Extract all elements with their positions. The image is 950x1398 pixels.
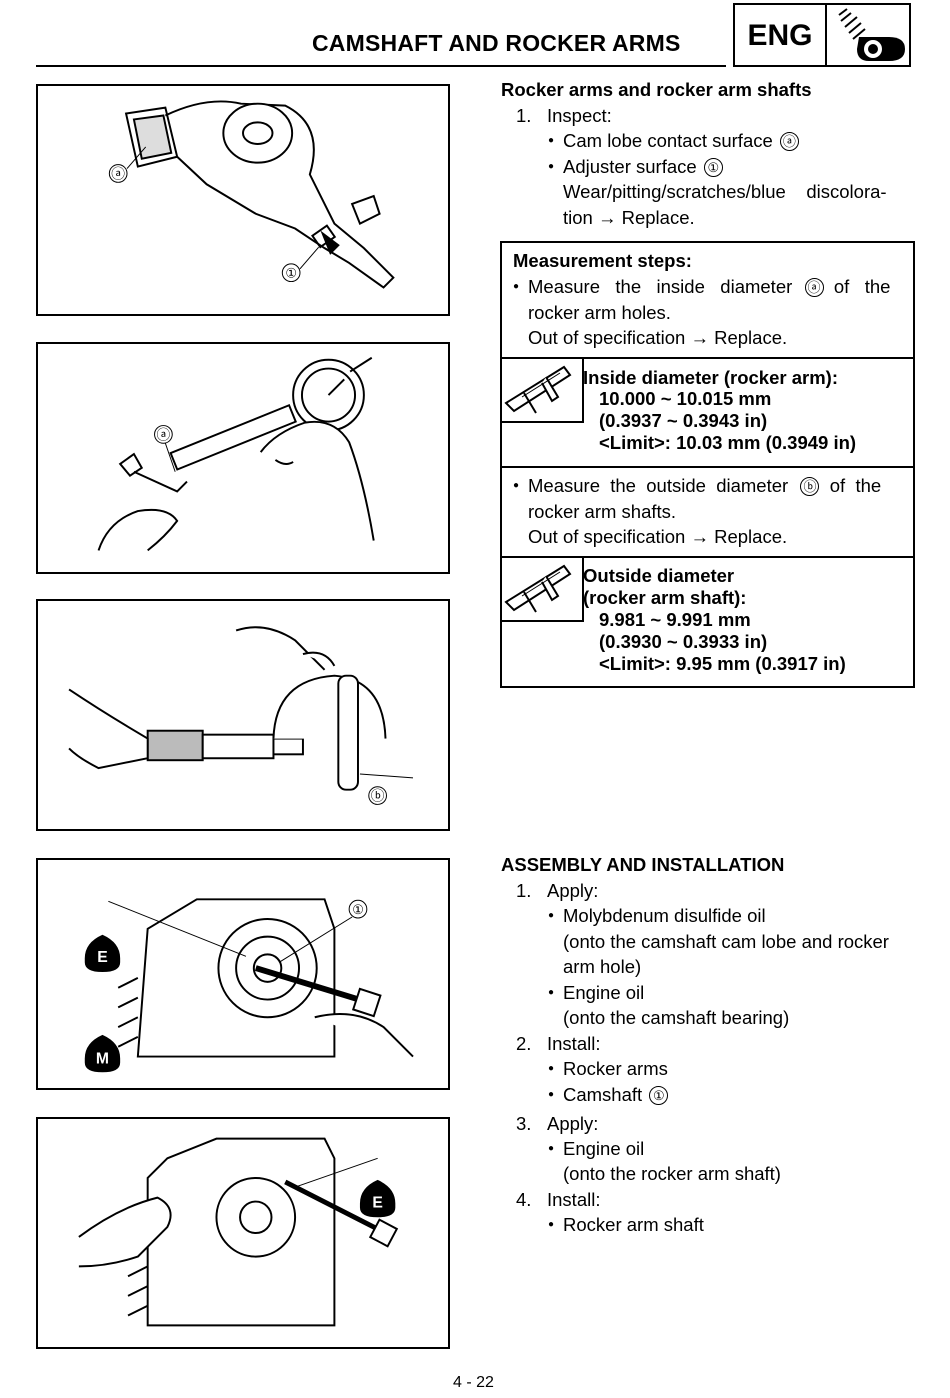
bullet-icon: ● [548, 987, 555, 998]
mark-a: ⓐ [779, 132, 799, 151]
divider [502, 466, 913, 468]
fig2-label-a: ⓐ [157, 427, 171, 442]
assembly-step4-label: Install: [547, 1189, 601, 1210]
figure-camshaft-install: ① E M [36, 858, 450, 1090]
page-title: CAMSHAFT AND ROCKER ARMS [312, 30, 681, 56]
inspect-step-number: 1. [516, 105, 532, 126]
assembly-step2-number: 2. [516, 1033, 532, 1054]
engine-oil-bottle-icon: E [84, 901, 121, 973]
measure-step2-line2: rocker arm shafts. [528, 501, 677, 522]
section-badge: ENG [733, 3, 911, 67]
bullet-icon: ● [548, 1089, 555, 1100]
bullet-icon: ● [548, 161, 555, 172]
bullet-icon: ● [548, 1143, 555, 1154]
spec2-title1: Outside diameter [583, 565, 735, 586]
measure-step1-line3: Out of specification → Replace. [528, 327, 788, 348]
engine-oil-bottle-icon: E [359, 1154, 396, 1218]
section-badge-label: ENG [735, 5, 827, 65]
assembly-step1-label: Apply: [547, 880, 599, 901]
measure-step2-line3: Out of specification → Replace. [528, 526, 788, 547]
fig4-label-m: M [96, 1050, 109, 1067]
bullet-icon: ● [548, 1063, 555, 1074]
divider [502, 556, 913, 558]
fig5-label-e: E [372, 1194, 382, 1211]
assembly-step1-item2-note: (onto the camshaft bearing) [563, 1007, 790, 1028]
spec1-value: 10.000 ~ 10.015 mm [599, 388, 772, 409]
page-number: 4 - 22 [453, 1374, 494, 1391]
measure-step1-line1: Measure the inside diameter ⓐ of the [528, 276, 891, 297]
caliper-icon [502, 359, 584, 423]
spec2-value-in: (0.3930 ~ 0.3933 in) [599, 631, 768, 652]
assembly-step1-number: 1. [516, 880, 532, 901]
mark-b: ⓑ [800, 477, 820, 496]
bullet-icon: ● [548, 910, 555, 921]
inspect-item-cam-lobe: Cam lobe contact surface ⓐ [563, 128, 799, 154]
bore-gauge-illustration: ⓐ [97, 356, 375, 552]
inspect-item-adjuster: Adjuster surface ① [563, 154, 723, 180]
figure-rocker-arm: ⓐ ① [36, 84, 450, 316]
spec1-value-in: (0.3937 ~ 0.3943 in) [599, 410, 768, 431]
assembly-step3-item1-note: (onto the rocker arm shaft) [563, 1163, 781, 1184]
inspect-note-line2: tion → Replace. [563, 207, 695, 228]
inspect-note-line1: Wear/pitting/scratches/blue discolora- [563, 181, 887, 202]
assembly-step2-item2: Camshaft ① [563, 1082, 669, 1108]
moly-oil-bottle-icon: M [84, 1007, 121, 1073]
measurement-steps-box: Measurement steps: ● Measure the inside … [500, 241, 915, 688]
fig1-label-a: ⓐ [111, 166, 125, 181]
bullet-icon: ● [513, 480, 520, 491]
assembly-step2-item1: Rocker arms [563, 1058, 668, 1079]
assembly-step2-label: Install: [547, 1033, 601, 1054]
assembly-step1-item1: Molybdenum disulfide oil [563, 905, 766, 926]
spec2-value: 9.981 ~ 9.991 mm [599, 609, 751, 630]
assembly-step1-item1-note1: (onto the camshaft cam lobe and rocker [563, 931, 889, 952]
bullet-icon: ● [513, 281, 520, 292]
assembly-step1-item2: Engine oil [563, 982, 645, 1003]
figure-rocker-shaft-install: E [36, 1117, 450, 1349]
spec2-title2: (rocker arm shaft): [583, 587, 747, 608]
spec2-limit: <Limit>: 9.95 mm (0.3917 in) [599, 653, 846, 674]
rocker-shaft-install-illustration: E [78, 1137, 399, 1327]
fig4-label-1: ① [352, 902, 363, 917]
figure-micrometer: ⓑ [36, 599, 450, 831]
measure-step1-line2: rocker arm holes. [528, 302, 671, 323]
fig1-label-1: ① [285, 266, 296, 281]
assembly-step4-item1: Rocker arm shaft [563, 1214, 704, 1235]
assembly-step1-item1-note2: arm hole) [563, 956, 642, 977]
assembly-step3-label: Apply: [547, 1113, 599, 1134]
fig4-label-e: E [97, 949, 107, 966]
bullet-icon: ● [548, 135, 555, 146]
assembly-step3-number: 3. [516, 1113, 532, 1134]
inspect-step-label: Inspect: [547, 105, 612, 126]
assembly-step3-item1: Engine oil [563, 1138, 645, 1159]
mark-a: ⓐ [804, 278, 824, 297]
caliper-icon [502, 558, 584, 622]
divider [502, 357, 913, 359]
measurement-title: Measurement steps: [513, 250, 692, 271]
fig3-label-b: ⓑ [371, 789, 385, 804]
mark-1: ① [649, 1086, 669, 1105]
assembly-heading: ASSEMBLY AND INSTALLATION [501, 854, 785, 875]
mark-1: ① [703, 158, 723, 177]
camshaft-install-illustration: ① E M [84, 898, 414, 1073]
header-rule [36, 65, 726, 67]
spec1-limit: <Limit>: 10.03 mm (0.3949 in) [599, 432, 857, 453]
micrometer-illustration: ⓑ [68, 626, 414, 805]
spec1-title: Inside diameter (rocker arm): [583, 367, 838, 388]
figure-bore-gauge: ⓐ [36, 342, 450, 574]
engine-wrench-icon [829, 7, 909, 63]
inspection-heading: Rocker arms and rocker arm shafts [501, 79, 812, 100]
measure-step2-line1: Measure the outside diameter ⓑ of the [528, 475, 882, 496]
assembly-step4-number: 4. [516, 1189, 532, 1210]
bullet-icon: ● [548, 1219, 555, 1230]
rocker-arm-illustration: ⓐ ① [108, 100, 395, 289]
